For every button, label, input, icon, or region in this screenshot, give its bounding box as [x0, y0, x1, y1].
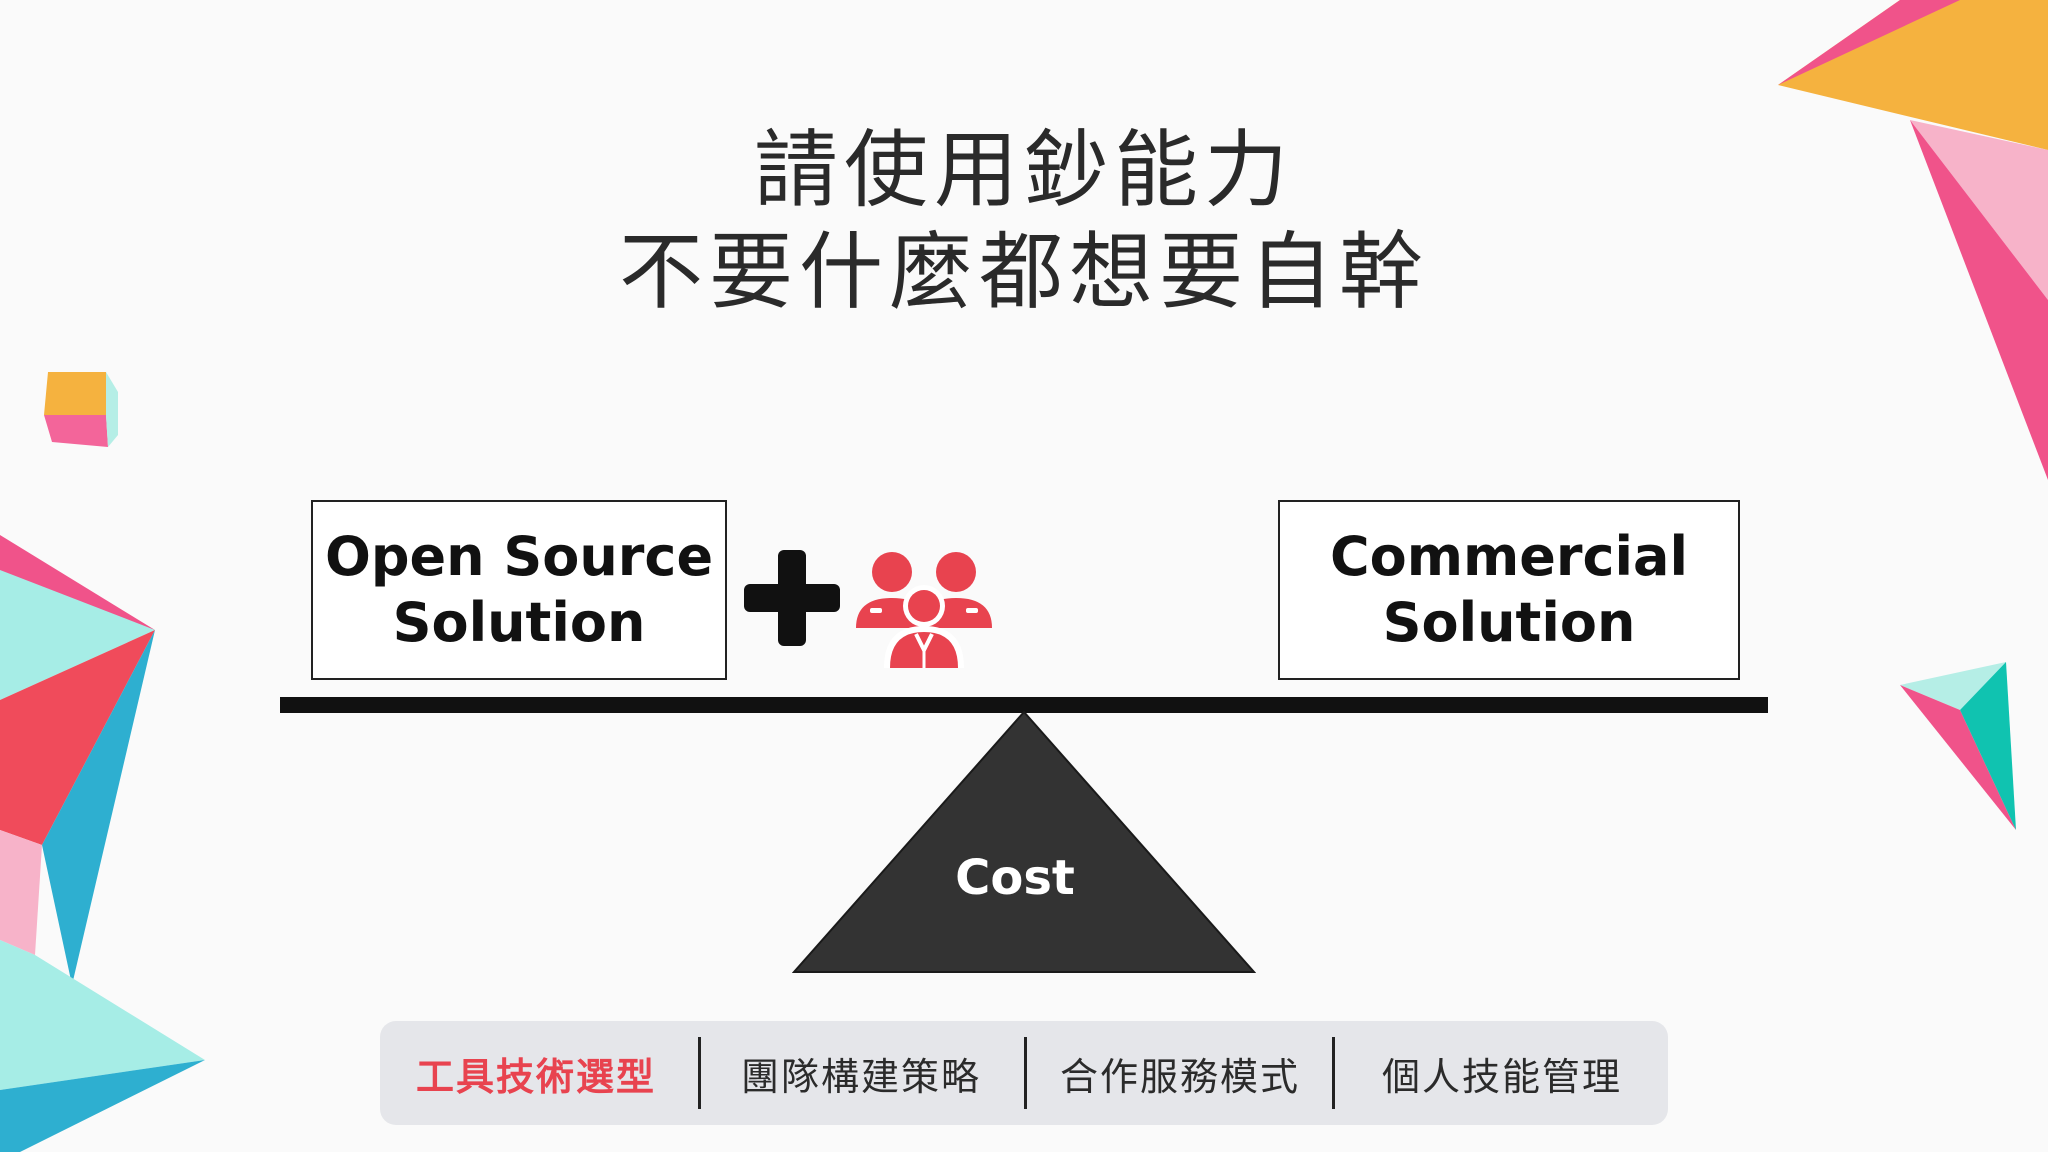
nav-separator	[1332, 1037, 1335, 1109]
deco-right-cyan	[1900, 662, 2006, 710]
nav-item-skill-management[interactable]: 個人技能管理	[1381, 1054, 1622, 1099]
deco-left-pink	[0, 535, 155, 630]
nav-separator	[698, 1037, 701, 1109]
commercial-label-line-2: Solution	[1382, 591, 1636, 654]
nav-separator	[1024, 1037, 1027, 1109]
open-source-solution-box: Open Source Solution	[311, 500, 727, 680]
deco-left-blue-bottom	[0, 1060, 205, 1152]
deco-left-cyan	[0, 570, 155, 700]
deco-cube-side	[106, 372, 118, 447]
deco-right-teal	[1960, 662, 2016, 830]
deco-left-lightpink	[0, 830, 42, 955]
title-line-2: 不要什麼都想要自幹	[618, 223, 1429, 321]
title-line-1: 請使用鈔能力	[753, 121, 1294, 219]
nav-item-service-model[interactable]: 合作服務模式	[1059, 1054, 1300, 1099]
team-icon	[856, 552, 992, 668]
topic-nav-bar: 工具技術選型 團隊構建策略 合作服務模式 個人技能管理	[380, 1021, 1668, 1125]
deco-left-blue	[42, 630, 155, 985]
deco-cube-top	[44, 372, 106, 415]
deco-right-pink	[1900, 685, 2016, 830]
deco-pink-shard	[1910, 120, 2048, 480]
commercial-solution-box: Commercial Solution	[1278, 500, 1740, 680]
fulcrum-triangle	[792, 710, 1256, 973]
plus-icon	[744, 550, 840, 646]
deco-left-red	[0, 630, 155, 845]
open-source-label-line-1: Open Source	[324, 525, 714, 588]
deco-pink-triangle	[1778, 0, 1960, 85]
open-source-label-line-2: Solution	[392, 591, 646, 654]
cost-label: Cost	[955, 850, 1075, 906]
scale-beam	[280, 697, 1768, 713]
nav-item-team-strategy[interactable]: 團隊構建策略	[740, 1054, 981, 1099]
commercial-label-line-1: Commercial	[1330, 525, 1688, 588]
nav-item-tool-selection[interactable]: 工具技術選型	[415, 1054, 656, 1099]
deco-orange-triangle	[1778, 0, 2048, 150]
deco-left-cyan-bottom	[0, 940, 205, 1090]
deco-cube-front	[44, 415, 108, 447]
